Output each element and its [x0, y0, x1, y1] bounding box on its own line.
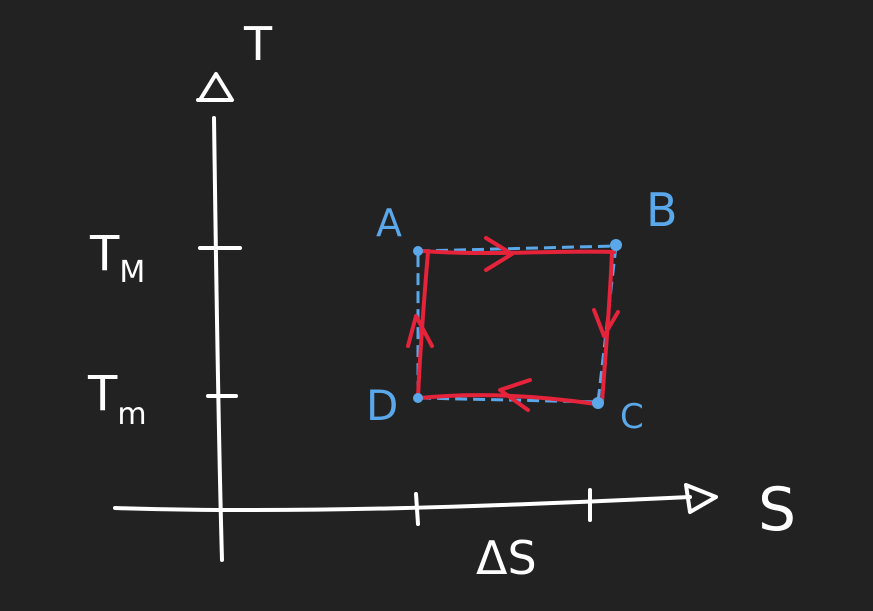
point-a — [413, 246, 423, 256]
x-axis-arrowhead — [684, 483, 718, 514]
arrow-d-to-a — [406, 314, 434, 348]
t-max-sub: M — [119, 255, 145, 290]
x-axis-label: S — [758, 475, 796, 545]
t-min-label: Tm — [87, 366, 147, 432]
t-min-sub: m — [117, 397, 146, 432]
delta-s-label: ΔS — [476, 531, 537, 585]
point-a-label: A — [376, 201, 402, 245]
t-max-label: TM — [89, 226, 145, 290]
t-min-base: T — [87, 366, 118, 422]
point-d-label: D — [366, 381, 398, 430]
t-max-base: T — [89, 226, 120, 282]
cycle-edge-b-c — [600, 250, 614, 404]
y-axis-label: T — [243, 17, 273, 71]
y-axis-arrowhead — [196, 72, 234, 102]
arrow-b-to-c — [592, 308, 620, 338]
point-c-label: C — [620, 397, 644, 437]
point-b-label: B — [646, 183, 678, 237]
point-d — [413, 393, 423, 403]
point-b — [610, 239, 622, 251]
cycle-outline-dashed — [416, 244, 618, 404]
y-axis-line — [212, 116, 224, 562]
arrow-c-to-d — [498, 378, 532, 412]
arrow-a-to-b — [484, 236, 514, 272]
x-axis-line — [113, 495, 692, 513]
x-tick-s-left — [414, 492, 420, 526]
cycle-edge-a-b — [420, 249, 616, 256]
point-c — [592, 397, 604, 409]
